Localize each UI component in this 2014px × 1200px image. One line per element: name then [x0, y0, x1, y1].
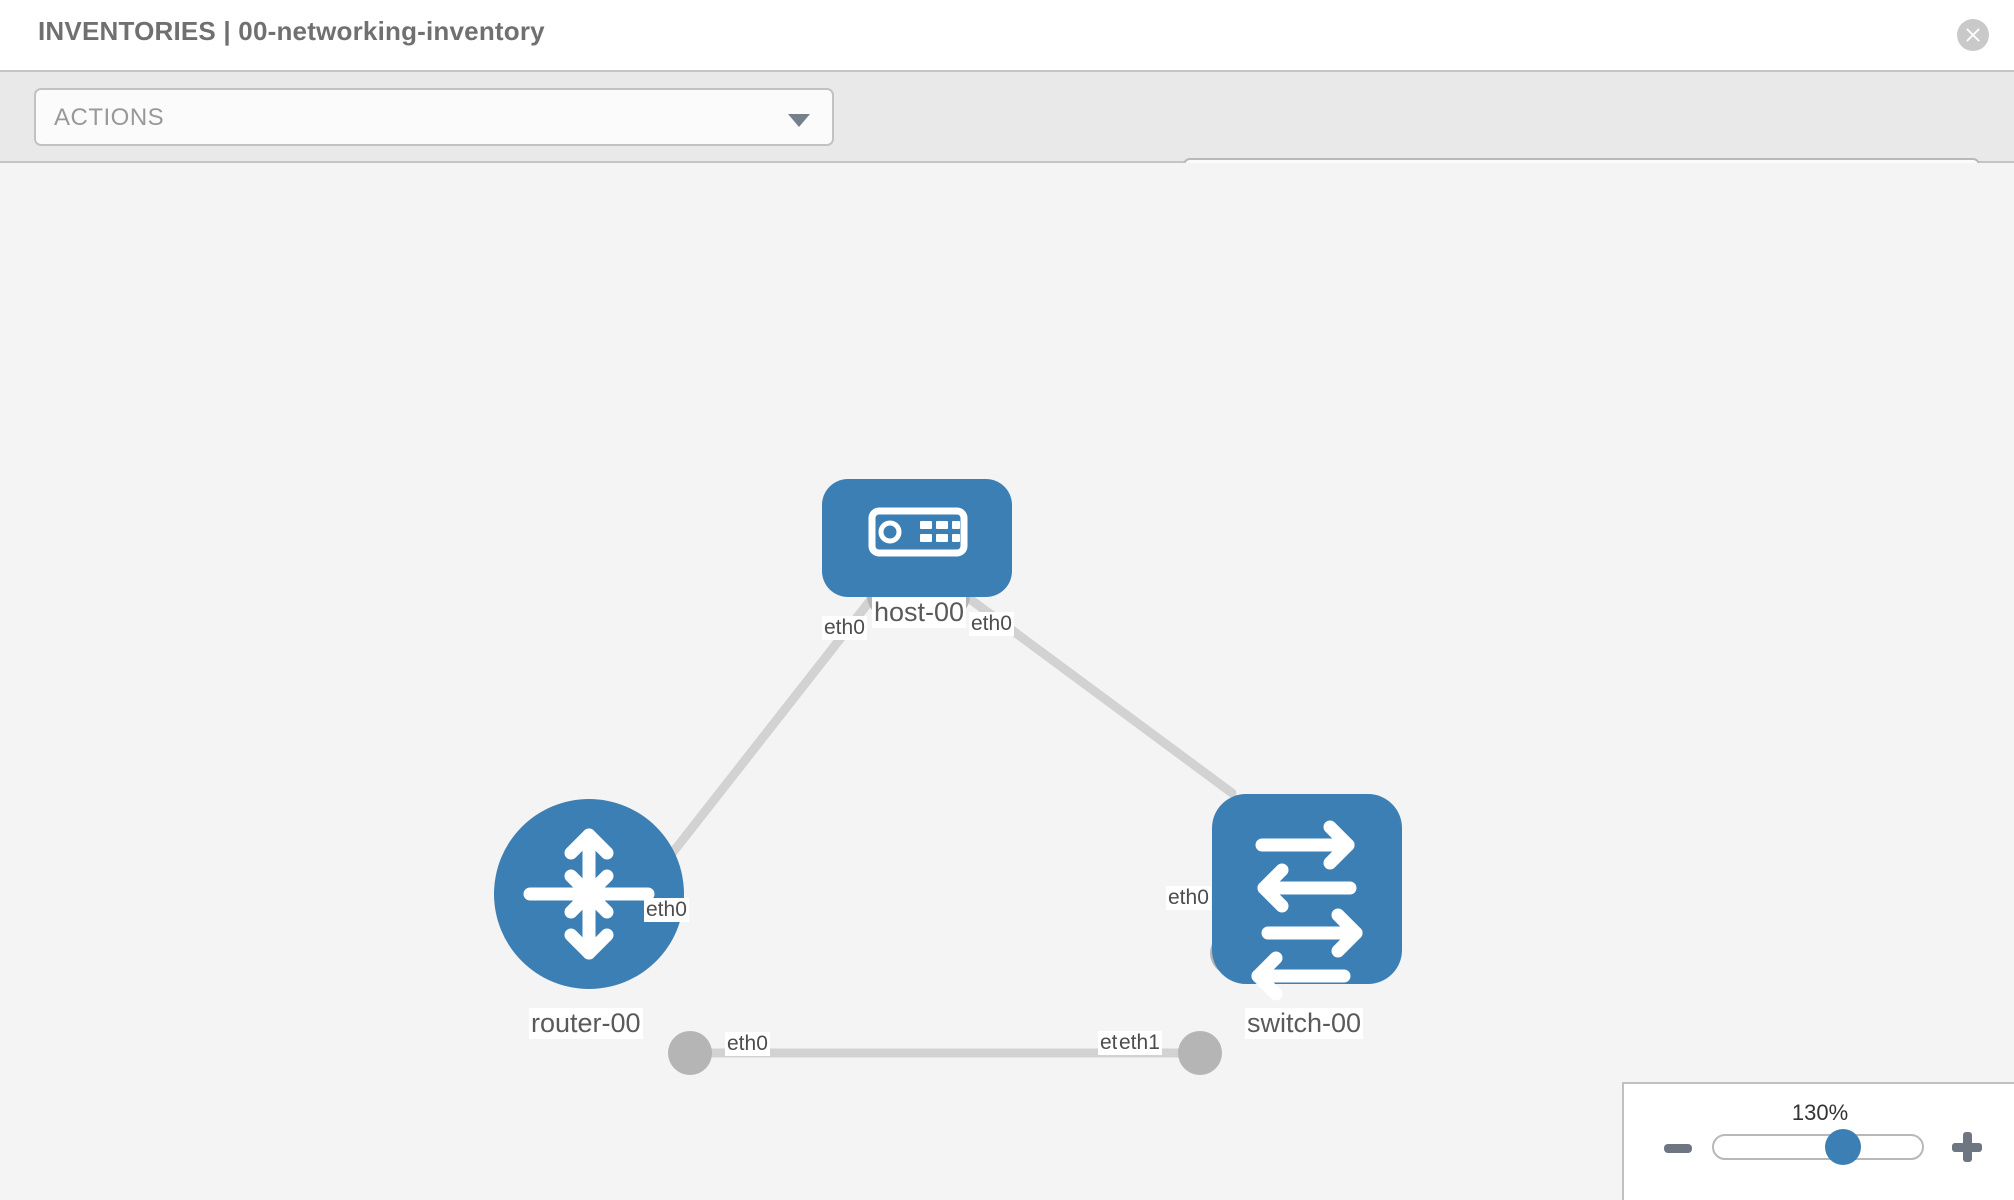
- four-arrows-icon: [523, 828, 655, 960]
- swap-arrows-icon: [1251, 820, 1363, 1001]
- page-header: INVENTORIES | 00-networking-inventory: [0, 0, 2014, 70]
- zoom-slider[interactable]: [1712, 1129, 1924, 1165]
- topology-graph: [494, 479, 1402, 1075]
- connector-dot: [1178, 1031, 1222, 1075]
- close-icon[interactable]: [1957, 19, 1989, 51]
- connector-dots: [668, 574, 1254, 1075]
- zoom-out-button[interactable]: [1664, 1144, 1692, 1153]
- actions-dropdown[interactable]: ACTIONS: [34, 88, 834, 146]
- connector-dot: [668, 1031, 712, 1075]
- iface-label: eth1: [1117, 1031, 1162, 1055]
- toolbar: ACTIONS: [0, 70, 2014, 216]
- server-icon: [868, 507, 968, 557]
- node-label-router-00: router-00: [529, 1008, 643, 1039]
- node-label-switch-00: switch-00: [1245, 1008, 1364, 1039]
- iface-label: eth0: [969, 612, 1014, 636]
- node-router-00: [494, 799, 684, 989]
- topology-canvas[interactable]: host-00 router-00 switch-00 eth0 eth0 et…: [0, 163, 2014, 1200]
- zoom-level-value: 130%: [1791, 1100, 1849, 1125]
- page-title: INVENTORIES | 00-networking-inventory: [38, 16, 545, 46]
- actions-dropdown-label: ACTIONS: [54, 104, 165, 131]
- zoom-control-panel: 130%: [1622, 1082, 2014, 1200]
- iface-label: eth0: [1166, 886, 1211, 910]
- node-label-host-00: host-00: [872, 597, 967, 628]
- node-host-00: [822, 479, 1012, 597]
- iface-label: eth0: [725, 1032, 770, 1056]
- zoom-slider-thumb[interactable]: [1824, 1129, 1861, 1165]
- node-switch-00: [1212, 794, 1402, 1001]
- iface-label: eth0: [644, 898, 689, 922]
- zoom-in-button[interactable]: [1952, 1132, 1982, 1162]
- chevron-down-icon: [788, 114, 810, 127]
- iface-label: eth0: [822, 616, 867, 640]
